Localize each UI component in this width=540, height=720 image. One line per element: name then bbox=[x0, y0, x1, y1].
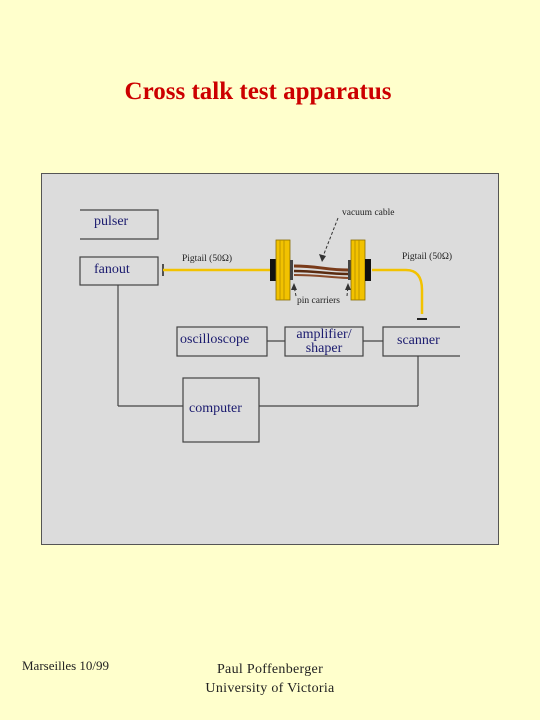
amplifier-label: amplifier/ shaper bbox=[291, 328, 357, 356]
fanout-label: fanout bbox=[94, 262, 130, 277]
apparatus-diagram: pulser fanout oscilloscope amplifier/ sh… bbox=[41, 173, 499, 545]
vacuum-cable-label: vacuum cable bbox=[342, 208, 395, 218]
pigtail-left-label: Pigtail (50Ω) bbox=[182, 254, 233, 264]
amplifier-label-line1: amplifier/ bbox=[296, 327, 352, 342]
oscilloscope-label: oscilloscope bbox=[180, 332, 250, 347]
diagram-lines bbox=[79, 209, 460, 443]
pin-carriers-label: pin carriers bbox=[297, 296, 340, 306]
pigtail-right-label: Pigtail (50Ω) bbox=[402, 252, 453, 262]
footer-author: Paul Poffenberger bbox=[216, 662, 324, 677]
fanout-box bbox=[79, 256, 159, 286]
pin-carrier-left bbox=[270, 239, 293, 301]
computer-label: computer bbox=[189, 401, 242, 416]
pulser-box bbox=[80, 209, 159, 240]
footer-date: Marseilles 10/99 bbox=[22, 658, 110, 673]
pin-carrier-right bbox=[348, 239, 371, 301]
computer-box bbox=[182, 377, 260, 443]
scanner-label: scanner bbox=[397, 333, 440, 348]
pigtail-right-cable bbox=[372, 268, 424, 314]
slide-title: Cross talk test apparatus bbox=[124, 78, 392, 105]
vacuum-cable bbox=[293, 264, 349, 279]
footer-affiliation: University of Victoria bbox=[205, 681, 335, 696]
footer-author-block: Paul Poffenberger University of Victoria bbox=[160, 660, 380, 698]
amplifier-label-line2: shaper bbox=[305, 341, 343, 356]
pulser-label: pulser bbox=[94, 214, 129, 229]
